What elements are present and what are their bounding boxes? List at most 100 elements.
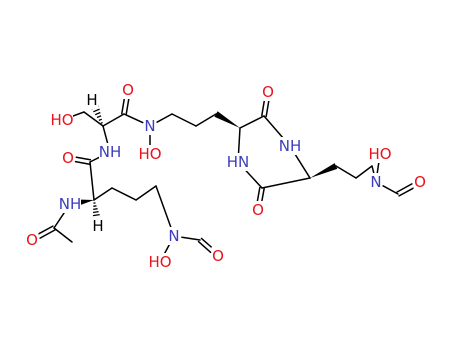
formyl-oxygen-label-2-background	[211, 247, 225, 265]
bond-q1-q2	[335, 165, 357, 179]
stereo-hydrogen-label-ornithine-background	[91, 217, 105, 235]
hydroxamate-hydroxyl-label-1-text: HO	[138, 145, 161, 163]
hydroxamate-nitrogen-label-3-text: N	[370, 173, 381, 191]
hydroxyl-label-serine-side-chain-text: HO	[50, 111, 73, 129]
acetyl-carbonyl-oxygen-label-text: O	[26, 231, 38, 249]
hydroxamate-nitrogen-label-1-text: N	[144, 117, 155, 135]
ring-nh-label-right: NH	[279, 137, 302, 155]
hydroxamate-hydroxyl-label-1: HO	[138, 145, 162, 163]
formyl-oxygen-label-3: O	[413, 173, 427, 191]
hydroxamate-hydroxyl-label-3-background	[369, 145, 391, 163]
amide-carbonyl-oxygen-label-background	[61, 149, 75, 167]
hydroxamate-nitrogen-label-2-background	[167, 227, 181, 245]
bond-q3-N_hyd3	[371, 165, 375, 175]
hydroxyl-label-serine-side-chain-background	[51, 111, 73, 129]
hydroxamate-hydroxyl-label-1-background	[139, 145, 161, 163]
stereo-hydrogen-label-ornithine-text: H	[92, 217, 103, 235]
amide-nh-label-serine: NH	[99, 143, 122, 161]
bond-N_hyd1-p1	[156, 113, 173, 123]
hashed-bond-C_ser-H_ser-1	[100, 121, 103, 124]
amide-nh-label-serine-text: NH	[99, 143, 122, 161]
hydroxamate-hydroxyl-label-2-text: HO	[148, 253, 171, 271]
stereo-hydrogen-label-ornithine: H	[91, 217, 105, 235]
bond-C_a-C_5	[239, 115, 265, 129]
bond-C_5-N_4	[263, 115, 286, 141]
ring-carbonyl-oxygen-label-lower-text: O	[252, 201, 264, 219]
hydroxyl-label-serine-side-chain: HO	[50, 111, 74, 129]
carbonyl-oxygen-label-serine: O	[121, 81, 135, 99]
hydroxamate-nitrogen-label-3-background	[369, 173, 383, 191]
formyl-oxygen-label-3-text: O	[414, 173, 426, 191]
acetamide-nh-label-background	[59, 195, 81, 213]
hydroxamate-hydroxyl-label-3-text: HO	[368, 145, 391, 163]
bond-C_2-O_2-a	[256, 186, 261, 203]
bond-C_orn-r1	[93, 187, 113, 201]
ring-carbonyl-oxygen-label-lower: O	[251, 201, 265, 219]
bond-q2-q3	[355, 165, 373, 179]
stereo-hydrogen-label-serine: H	[85, 91, 99, 109]
bond-C_5-O_5-b	[261, 98, 266, 117]
formyl-oxygen-label-3-background	[413, 173, 427, 191]
hashed-bond-C_orn-H_orn-4	[92, 210, 99, 214]
bond-C_acet-O_acet-b	[39, 229, 56, 239]
bond-C_form3-O_form3-b	[396, 183, 413, 193]
bond-N_1-C_a	[237, 127, 241, 155]
bond-C_ser-N_ser	[102, 125, 109, 146]
carbonyl-oxygen-label-serine-text: O	[122, 81, 134, 99]
wedge-bond-C_3-q1	[310, 163, 338, 178]
bond-C_am-O_am-b	[74, 160, 91, 165]
ring-carbonyl-oxygen-label-upper: O	[261, 83, 275, 101]
ring-carbonyl-oxygen-label-upper-text: O	[262, 83, 274, 101]
ring-nh-label-left: HN	[227, 153, 250, 171]
bond-C_2-O_2-b	[260, 187, 265, 204]
bond-CH2_ser-C_ser	[83, 111, 104, 127]
bond-C_5-O_5-a	[265, 99, 270, 118]
bond-p1-p2	[171, 113, 197, 127]
bond-N_4-C_3	[293, 152, 311, 179]
hashed-bond-C_ser-H_ser-2	[98, 118, 103, 122]
hydroxamate-hydroxyl-label-2-background	[149, 253, 171, 271]
acetamide-nh-label-text: NH	[59, 195, 82, 213]
bond-C_acet-O_acet-a	[37, 225, 54, 235]
formyl-oxygen-label-2-text: O	[212, 247, 224, 265]
bond-C_am-O_am-a	[75, 156, 92, 161]
ring-nh-label-right-text: NH	[279, 137, 302, 155]
formyl-oxygen-label-2: O	[211, 247, 225, 265]
bonds	[37, 96, 415, 256]
hashed-bond-C_ser-H_ser-5	[93, 108, 100, 113]
acetyl-carbonyl-oxygen-label-background	[25, 231, 39, 249]
hydroxamate-nitrogen-label-2-text: N	[168, 227, 179, 245]
bond-r1-r2	[111, 187, 137, 201]
amide-nh-label-serine-background	[99, 143, 121, 161]
wedge-bond-C_orn-N_acet	[77, 199, 94, 206]
acetyl-carbonyl-oxygen-label: O	[25, 231, 39, 249]
bond-C_3-C_2	[261, 177, 311, 189]
hydroxamate-nitrogen-label-1: N	[143, 117, 157, 135]
bond-N_acet-C_acet	[53, 209, 67, 229]
hashed-bond-C_orn-H_orn-2	[93, 205, 97, 207]
hydroxamate-nitrogen-label-2: N	[167, 227, 181, 245]
hydroxamate-hydroxyl-label-3: HO	[368, 145, 392, 163]
bond-N_hyd3-C_form3	[382, 185, 399, 195]
hashed-bond-C_orn-H_orn-3	[93, 208, 98, 211]
hashed-bond-C_orn-H_orn-5	[92, 213, 100, 217]
ring-nh-label-left-text: HN	[227, 153, 250, 171]
bond-C_form3-O_form3-a	[398, 187, 415, 197]
stereo-hydrogen-label-serine-background	[85, 91, 99, 109]
wedge-bond-C_a-p3	[214, 111, 240, 128]
bond-C_acet-CH3	[53, 227, 73, 243]
carbonyl-oxygen-label-serine-background	[121, 81, 135, 99]
amide-carbonyl-oxygen-label-text: O	[62, 149, 74, 167]
bond-p2-p3	[195, 113, 217, 127]
bond-N_hyd2-C_form2	[181, 236, 201, 241]
ring-nh-label-left-background	[227, 153, 249, 171]
bond-C_ser_co-O_ser-a	[125, 97, 130, 116]
ring-carbonyl-oxygen-label-lower-background	[251, 201, 265, 219]
bond-r2-r3	[135, 185, 157, 201]
hashed-bond-C_ser-H_ser-4	[94, 111, 101, 116]
stereo-hydrogen-label-serine-text: H	[86, 91, 97, 109]
ring-nh-label-right-background	[279, 137, 301, 155]
bond-C_am-C_orn	[89, 161, 95, 201]
